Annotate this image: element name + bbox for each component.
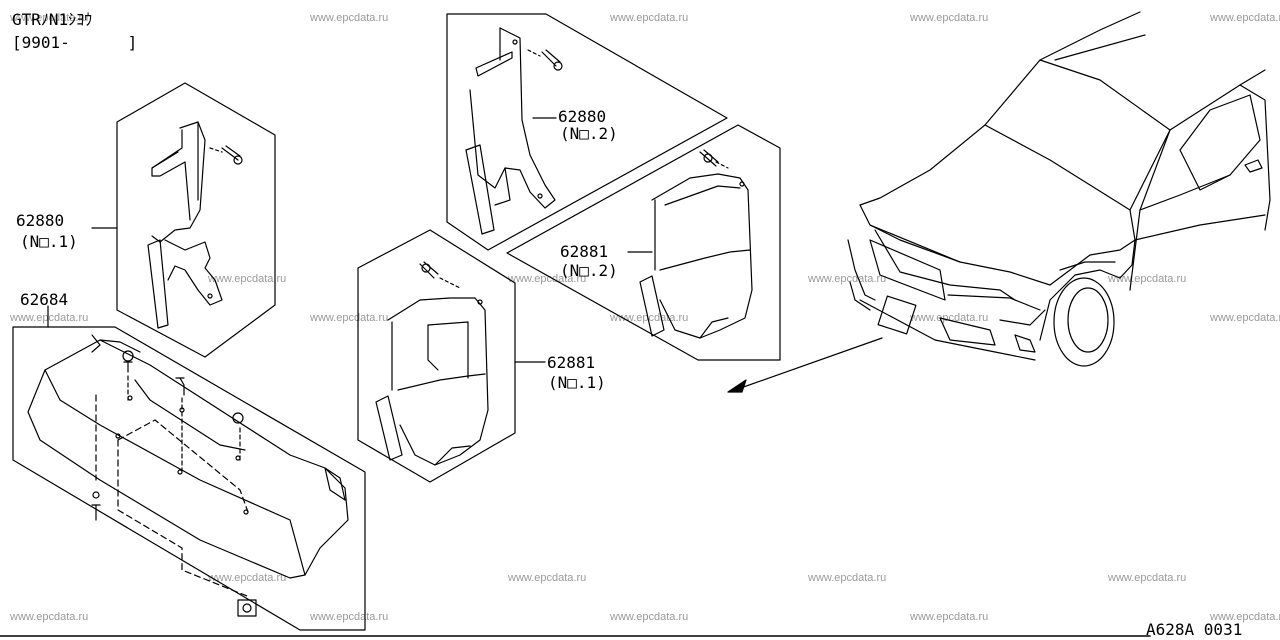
watermark: www.epcdata.ru xyxy=(910,611,989,623)
diagram-code: A628A 0031 xyxy=(1146,620,1243,639)
date-range: [9901- ] xyxy=(12,33,138,52)
watermark: www.epcdata.ru xyxy=(10,611,89,623)
part-number-62881-n2[interactable]: 62881 xyxy=(560,242,609,261)
part-number-62880-n2[interactable]: 62880 xyxy=(558,107,607,126)
watermark: www.epcdata.ru xyxy=(508,273,587,285)
watermark: www.epcdata.ru xyxy=(610,12,689,24)
part-note-62881-n2: (N□.2) xyxy=(560,261,618,280)
watermark: www.epcdata.ru xyxy=(1210,611,1280,623)
watermark: www.epcdata.ru xyxy=(310,312,389,324)
car-illustration xyxy=(847,11,1271,367)
watermark: www.epcdata.ru xyxy=(310,12,389,24)
watermark: www.epcdata.ru xyxy=(10,12,89,24)
part-box-62881-n2[interactable] xyxy=(506,124,781,361)
watermark: www.epcdata.ru xyxy=(1108,273,1187,285)
part-number-62684[interactable]: 62684 xyxy=(20,290,69,309)
watermark: www.epcdata.ru xyxy=(508,572,587,584)
watermark: www.epcdata.ru xyxy=(208,273,287,285)
model-line: GTRﾉN1ｼﾖｳ xyxy=(12,10,93,29)
watermark: www.epcdata.ru xyxy=(610,611,689,623)
watermark: www.epcdata.ru xyxy=(808,572,887,584)
watermark: www.epcdata.ru xyxy=(1210,12,1280,24)
watermark: www.epcdata.ru xyxy=(1108,572,1187,584)
part-box-62880-n1[interactable] xyxy=(91,82,276,358)
part-box-62881-n1[interactable] xyxy=(357,229,546,483)
watermark: www.epcdata.ru xyxy=(910,12,989,24)
part-note-62880-n1: (N□.1) xyxy=(20,232,78,251)
watermark: www.epcdata.ru xyxy=(10,312,89,324)
part-box-62684[interactable] xyxy=(12,305,366,631)
watermark: www.epcdata.ru xyxy=(808,273,887,285)
watermark: www.epcdata.ru xyxy=(208,572,287,584)
watermark: www.epcdata.ru xyxy=(310,611,389,623)
part-box-62880-n2[interactable] xyxy=(446,13,728,251)
part-number-62880-n1[interactable]: 62880 xyxy=(16,211,65,230)
part-note-62880-n2: (N□.2) xyxy=(560,124,618,143)
part-number-62881-n1[interactable]: 62881 xyxy=(547,353,596,372)
watermark: www.epcdata.ru xyxy=(910,312,989,324)
direction-arrow xyxy=(727,337,883,393)
part-note-62881-n1: (N□.1) xyxy=(548,373,606,392)
watermark: www.epcdata.ru xyxy=(1210,312,1280,324)
